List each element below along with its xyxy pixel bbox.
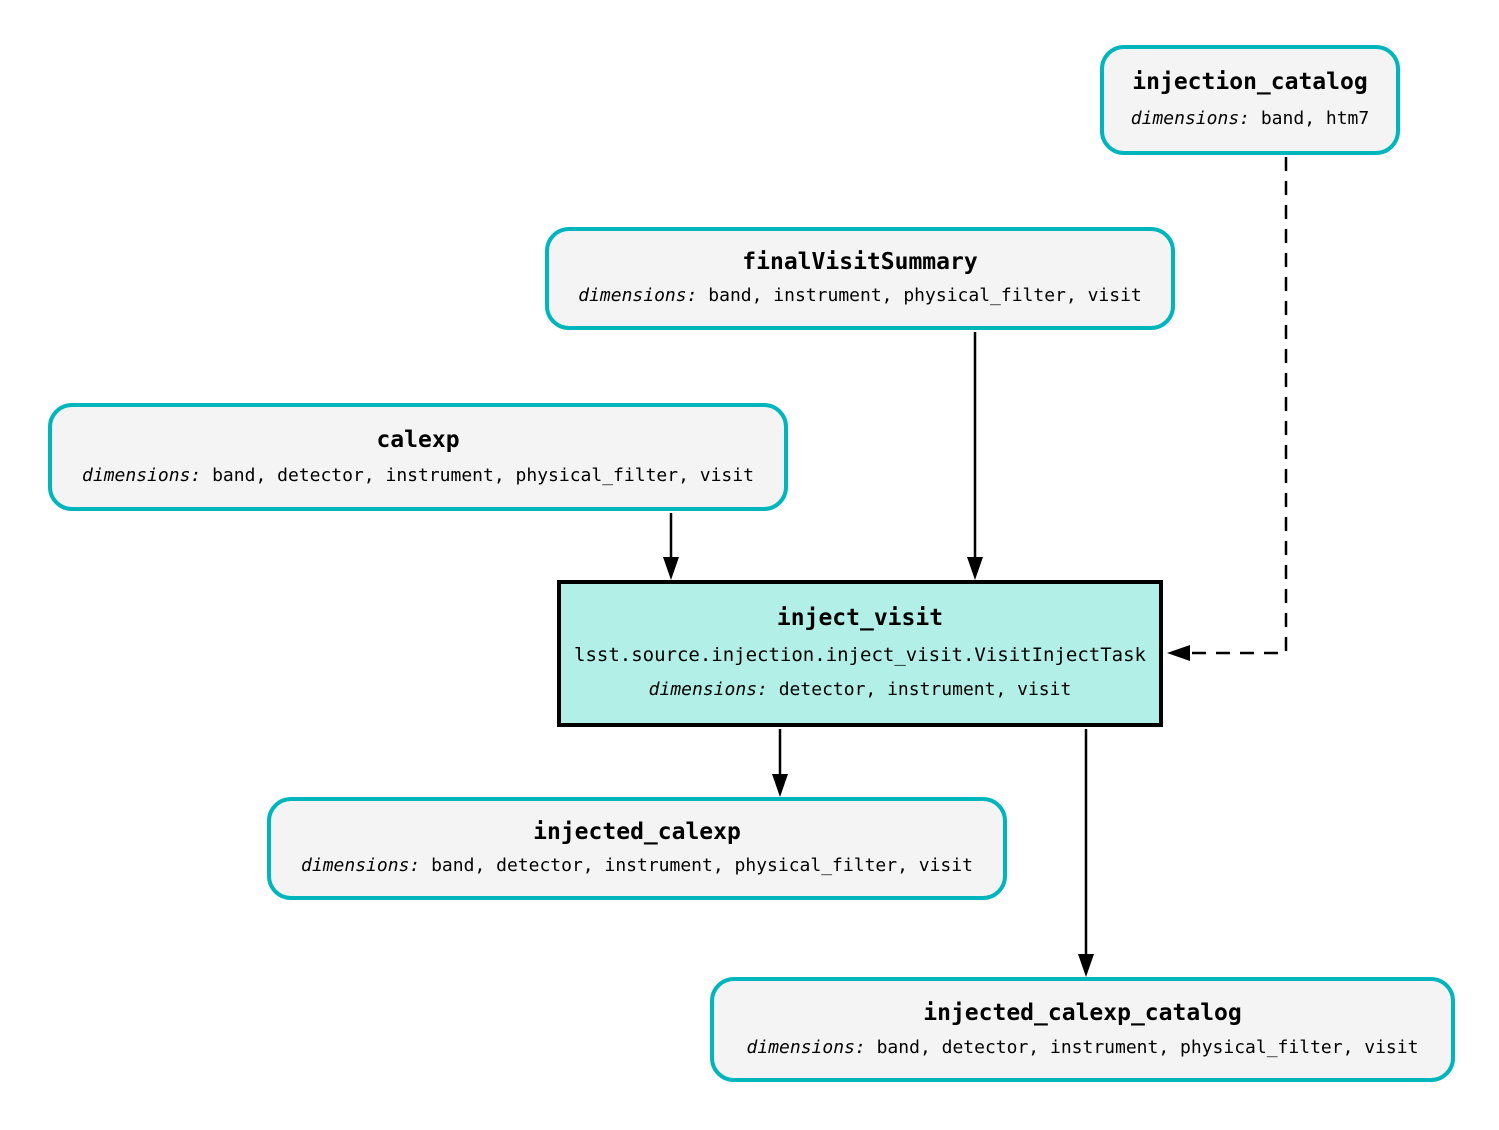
node-dimensions: dimensions: detector, instrument, visit	[649, 680, 1072, 701]
dimensions-label: dimensions:	[1130, 107, 1250, 129]
node-dimensions: dimensions: band, detector, instrument, …	[746, 1036, 1419, 1059]
dimensions-value: band, detector, instrument, physical_fil…	[876, 1036, 1419, 1058]
dimensions-value: band, instrument, physical_filter, visit	[708, 285, 1142, 307]
dimensions-value: band, htm7	[1260, 107, 1370, 129]
edge-inject-visit-to-injected-calexp-catalog	[1078, 729, 1094, 977]
edge-calexp-to-inject-visit	[663, 513, 679, 580]
node-title: injected_calexp	[533, 819, 741, 845]
task-class-path: lsst.source.injection.inject_visit.Visit…	[574, 643, 1146, 666]
dimensions-value: band, detector, instrument, physical_fil…	[212, 464, 754, 486]
node-title: inject_visit	[776, 604, 944, 631]
node-title: finalVisitSummary	[742, 249, 978, 275]
node-dimensions: dimensions: band, htm7	[1130, 107, 1370, 130]
dimensions-label: dimensions:	[82, 464, 202, 486]
node-title: injected_calexp_catalog	[923, 999, 1242, 1026]
node-dimensions: dimensions: band, detector, instrument, …	[301, 855, 973, 877]
dimensions-label: dimensions:	[648, 679, 768, 701]
node-dimensions: dimensions: band, detector, instrument, …	[82, 464, 754, 487]
node-calexp: calexp dimensions: band, detector, instr…	[48, 403, 788, 511]
edge-injection-catalog-to-inject-visit	[1167, 157, 1288, 661]
dimensions-label: dimensions:	[578, 285, 698, 307]
node-title: injection_catalog	[1132, 69, 1368, 96]
node-title: calexp	[376, 426, 460, 453]
dimensions-value: band, detector, instrument, physical_fil…	[431, 855, 973, 877]
dimensions-value: detector, instrument, visit	[778, 679, 1072, 701]
node-finalvisitsummary: finalVisitSummary dimensions: band, inst…	[545, 227, 1175, 330]
dimensions-label: dimensions:	[746, 1036, 866, 1058]
node-inject-visit-task: inject_visit lsst.source.injection.injec…	[557, 580, 1163, 727]
dimensions-label: dimensions:	[301, 855, 421, 877]
node-injection-catalog: injection_catalog dimensions: band, htm7	[1100, 45, 1400, 155]
node-dimensions: dimensions: band, instrument, physical_f…	[578, 285, 1142, 307]
edge-inject-visit-to-injected-calexp	[772, 729, 788, 797]
edge-finalvisitsummary-to-inject-visit	[967, 332, 983, 580]
node-injected-calexp-catalog: injected_calexp_catalog dimensions: band…	[710, 977, 1455, 1082]
node-injected-calexp: injected_calexp dimensions: band, detect…	[267, 797, 1007, 900]
